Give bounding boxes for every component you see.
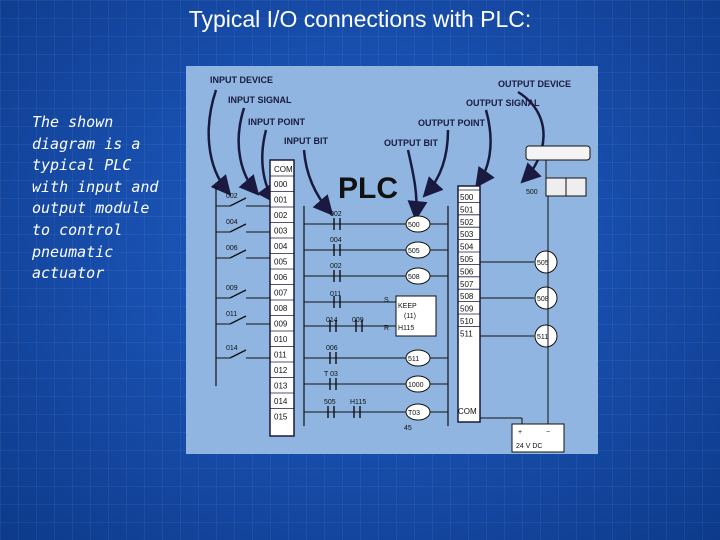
coil-label: T03: [408, 410, 420, 417]
input-module: [269, 159, 295, 437]
output-com-label: COM: [458, 407, 477, 416]
output-terminal: 508: [460, 292, 474, 301]
contact-label: 009: [352, 317, 364, 324]
label-input-signal: INPUT SIGNAL: [228, 95, 292, 105]
output-terminal: 503: [460, 230, 474, 239]
keep-title: KEEP: [398, 303, 417, 310]
coil-symbol: [405, 349, 431, 367]
switch-label: 002: [226, 193, 238, 200]
input-terminals: 000 001 002 003 004 005 006 007 008 009 010 011 012 0…: [270, 175, 294, 422]
input-terminal: 004: [274, 242, 288, 251]
valve-label: 500: [526, 189, 538, 196]
switch-label: 014: [226, 345, 238, 352]
keep-set: S: [384, 297, 389, 304]
coil-label: 500: [408, 222, 420, 229]
slide-title: Typical I/O connections with PLC:: [188, 6, 532, 32]
output-terminal: 506: [460, 267, 474, 276]
output-terminal: 502: [460, 218, 474, 227]
power-plus: +: [518, 429, 522, 436]
keep-name: H115: [398, 325, 414, 332]
output-terminals: 500 501 502 503 504 505 506 507 508 509 510 511: [458, 189, 480, 338]
plc-diagram: INPUT DEVICE INPUT SIGNAL INPUT POINT IN…: [186, 66, 598, 454]
input-terminal: 013: [274, 382, 288, 391]
switch-label: 009: [226, 285, 238, 292]
output-terminal: 500: [460, 193, 474, 202]
input-com-label: COM: [274, 165, 293, 174]
input-terminal: 005: [274, 258, 288, 267]
output-terminal: 509: [460, 305, 474, 314]
coil-symbol: [405, 267, 431, 285]
contact-label: 004: [330, 237, 342, 244]
output-lamps: 505 508 511: [480, 250, 558, 348]
contact-label: 006: [326, 345, 338, 352]
coil-symbol: [405, 375, 431, 393]
power-minus: −: [546, 429, 550, 436]
input-terminal: 002: [274, 211, 288, 220]
coil-label: 1000: [408, 382, 424, 389]
input-terminal: 007: [274, 289, 288, 298]
contact-label: 002: [330, 263, 342, 270]
label-output-bit: OUTPUT BIT: [384, 138, 438, 148]
label-output-device: OUTPUT DEVICE: [498, 79, 571, 89]
input-terminal: 000: [274, 180, 288, 189]
label-input-bit: INPUT BIT: [284, 136, 329, 146]
input-switches: 002 004 006 009 011 014: [216, 193, 270, 359]
switch-label: 011: [226, 311, 237, 318]
input-terminal: 001: [274, 196, 288, 205]
pneumatic-valve: 500: [525, 145, 591, 197]
switch-label: 006: [226, 245, 238, 252]
label-output-signal: OUTPUT SIGNAL: [466, 98, 540, 108]
output-terminal: 507: [460, 280, 474, 289]
input-terminal: 008: [274, 304, 288, 313]
label-input-point: INPUT POINT: [248, 117, 306, 127]
label-input-device: INPUT DEVICE: [210, 75, 273, 85]
output-terminal: 504: [460, 243, 474, 252]
description-text: The shown diagram is a typical PLC with …: [32, 113, 159, 283]
lamp-label: 508: [537, 296, 549, 303]
switch-label: 004: [226, 219, 238, 226]
input-terminal: 010: [274, 335, 288, 344]
output-terminal: 511: [460, 329, 473, 338]
lamp-symbol: [534, 324, 558, 348]
end-note: 45: [404, 425, 412, 432]
input-terminal: 009: [274, 320, 288, 329]
keep-relay: KEEP (11) H115 S R: [384, 295, 437, 337]
power-label: 24 V DC: [516, 443, 542, 450]
output-terminal: 510: [460, 317, 474, 326]
ladder-contacts: 002 004 002 011 014 009 006 T 03 505 H11…: [304, 211, 406, 418]
input-terminal: 003: [274, 227, 288, 236]
contact-label: 002: [330, 211, 342, 218]
lamp-symbol: [534, 250, 558, 274]
coil-symbol: [405, 215, 431, 233]
input-terminal: 011: [274, 351, 287, 360]
keep-reset: R: [384, 325, 389, 332]
coil-symbol: [405, 403, 431, 421]
lamp-label: 511: [537, 334, 548, 341]
input-terminal: 015: [274, 413, 288, 422]
coil-label: 508: [408, 274, 420, 281]
contact-label: H115: [350, 399, 366, 406]
input-terminal: 012: [274, 366, 288, 375]
contact-label: T 03: [324, 371, 338, 378]
label-output-point: OUTPUT POINT: [418, 118, 486, 128]
contact-label: 014: [326, 317, 338, 324]
keep-sub: (11): [404, 313, 416, 320]
contact-label: 011: [330, 291, 341, 298]
plc-label: PLC: [338, 172, 398, 205]
output-terminal: 505: [460, 255, 474, 264]
input-terminal: 006: [274, 273, 288, 282]
lamp-label: 505: [537, 260, 549, 267]
lamp-symbol: [534, 286, 558, 310]
power-supply: + − 24 V DC: [480, 196, 565, 453]
output-terminal: 501: [460, 205, 474, 214]
coil-symbol: [405, 241, 431, 259]
coil-label: 511: [408, 356, 419, 363]
input-terminal: 014: [274, 397, 288, 406]
contact-label: 505: [324, 399, 336, 406]
output-module: [457, 185, 481, 423]
coil-label: 505: [408, 248, 420, 255]
